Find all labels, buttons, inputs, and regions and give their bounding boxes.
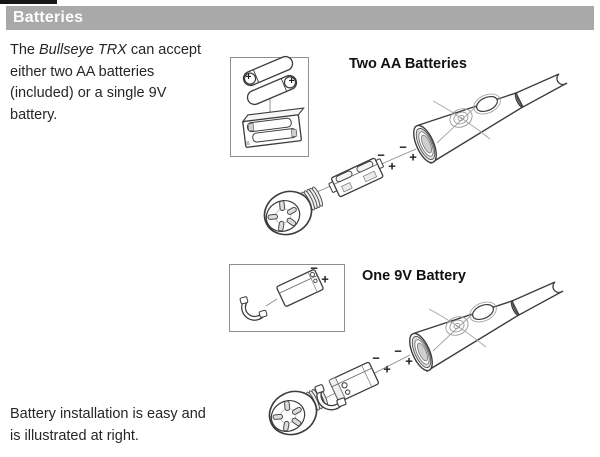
intro-line1-after: can accept bbox=[126, 42, 202, 58]
battery-clip bbox=[314, 384, 347, 411]
polarity-plus: + bbox=[383, 361, 391, 377]
polarity-minus: − bbox=[377, 147, 385, 163]
polarity-plus: + bbox=[321, 271, 329, 287]
intro-line-1: The Bullseye TRX can accept bbox=[10, 40, 201, 62]
footer-note: Battery installation is easy and is illu… bbox=[10, 404, 206, 447]
polarity-minus: − bbox=[399, 139, 407, 155]
label-two-aa-batteries: Two AA Batteries bbox=[349, 56, 467, 72]
battery-clip bbox=[239, 296, 268, 321]
intro-line1-before: The bbox=[10, 42, 40, 58]
end-cap bbox=[256, 183, 326, 243]
intro-paragraph: The Bullseye TRX can accept either two A… bbox=[10, 40, 201, 126]
label-one-9v-battery: One 9V Battery bbox=[362, 268, 466, 284]
footer-line-2: is illustrated at right. bbox=[10, 427, 139, 444]
product-name: Bullseye TRX bbox=[39, 42, 127, 58]
nine-v-battery-pack bbox=[328, 361, 380, 403]
section-title: Batteries bbox=[13, 9, 84, 26]
polarity-plus: + bbox=[388, 158, 396, 174]
polarity-plus: + bbox=[405, 353, 413, 369]
section-header-bar: Batteries bbox=[6, 6, 594, 30]
intro-line-3: (included) or a single 9V bbox=[10, 85, 167, 101]
top-stripe bbox=[0, 0, 57, 4]
aa-inset-box bbox=[230, 55, 309, 157]
intro-line-4: battery. bbox=[10, 106, 58, 123]
intro-line-2: either two AA batteries bbox=[10, 63, 155, 80]
battery-plus-terminal: + bbox=[288, 76, 295, 87]
pinpointer-device bbox=[404, 281, 564, 375]
polarity-minus: − bbox=[394, 343, 402, 359]
pinpointer-device bbox=[408, 73, 568, 167]
battery-holder bbox=[241, 107, 305, 148]
footer-line-1: Battery installation is easy and bbox=[10, 406, 206, 422]
polarity-minus: − bbox=[310, 260, 318, 276]
end-cap bbox=[261, 383, 331, 443]
polarity-minus: − bbox=[372, 350, 380, 366]
polarity-plus: + bbox=[409, 149, 417, 165]
battery-plus-terminal: + bbox=[245, 72, 252, 83]
